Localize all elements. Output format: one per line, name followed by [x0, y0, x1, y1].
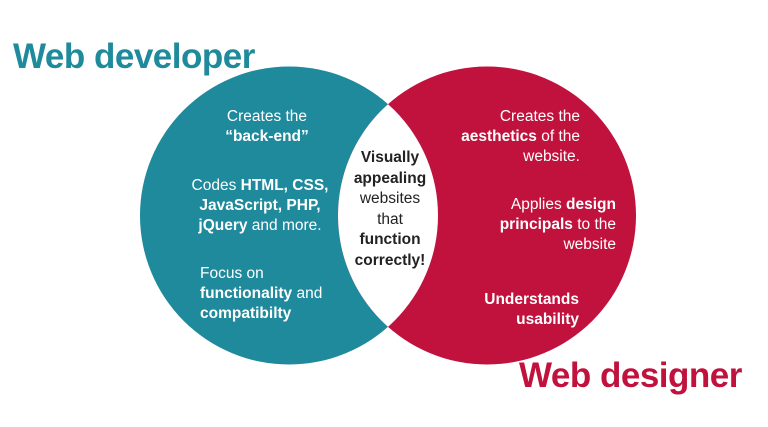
text-bold: functionality	[200, 285, 293, 302]
text-line: website.	[523, 148, 580, 165]
text-line: websites	[359, 190, 421, 207]
text-bold: JavaScript, PHP,	[199, 197, 321, 214]
text-line: website	[563, 236, 616, 253]
text-bold: aesthetics	[461, 128, 537, 145]
text-line: that	[377, 210, 403, 228]
designer-usability-text: Understands usability	[430, 290, 579, 330]
text-line: Applies	[510, 196, 567, 213]
text-line: to the	[572, 216, 616, 233]
text-line: Creates the	[499, 108, 580, 125]
developer-languages-text: Codes HTML, CSS, JavaScript, PHP, jQuery…	[160, 176, 360, 236]
text-bold: Visually	[360, 149, 420, 166]
text-bold: appealing	[353, 169, 427, 187]
text-bold: design	[566, 196, 616, 213]
text-bold: HTML, CSS,	[240, 177, 329, 194]
text-bold: “back-end”	[225, 128, 309, 145]
developer-backend-text: Creates the “back-end”	[182, 107, 352, 147]
text-line: Creates the	[226, 108, 308, 125]
text-line: and more.	[247, 217, 322, 234]
text-bold: principals	[499, 216, 573, 233]
text-bold: usability	[516, 311, 579, 328]
text-bold: Understands	[484, 291, 579, 308]
text-bold: compatibilty	[200, 305, 292, 322]
text-line: Focus on	[200, 265, 264, 282]
web-developer-title: Web developer	[13, 37, 255, 76]
web-designer-title: Web designer	[519, 356, 742, 395]
text-bold: jQuery	[198, 217, 248, 234]
text-line: of the	[536, 128, 580, 145]
text-line: Codes	[191, 177, 241, 194]
text-bold: correctly!	[354, 251, 426, 269]
designer-aesthetics-text: Creates the aesthetics of the website.	[430, 107, 580, 167]
text-bold: function	[359, 231, 421, 248]
overlap-lens	[338, 66, 438, 365]
developer-focus-text: Focus on functionality and compatibilty	[200, 264, 360, 324]
text-line: and	[292, 285, 323, 302]
designer-principles-text: Applies design principals to the website	[430, 195, 616, 255]
overlap-text: Visually appealing websites that functio…	[340, 148, 440, 271]
